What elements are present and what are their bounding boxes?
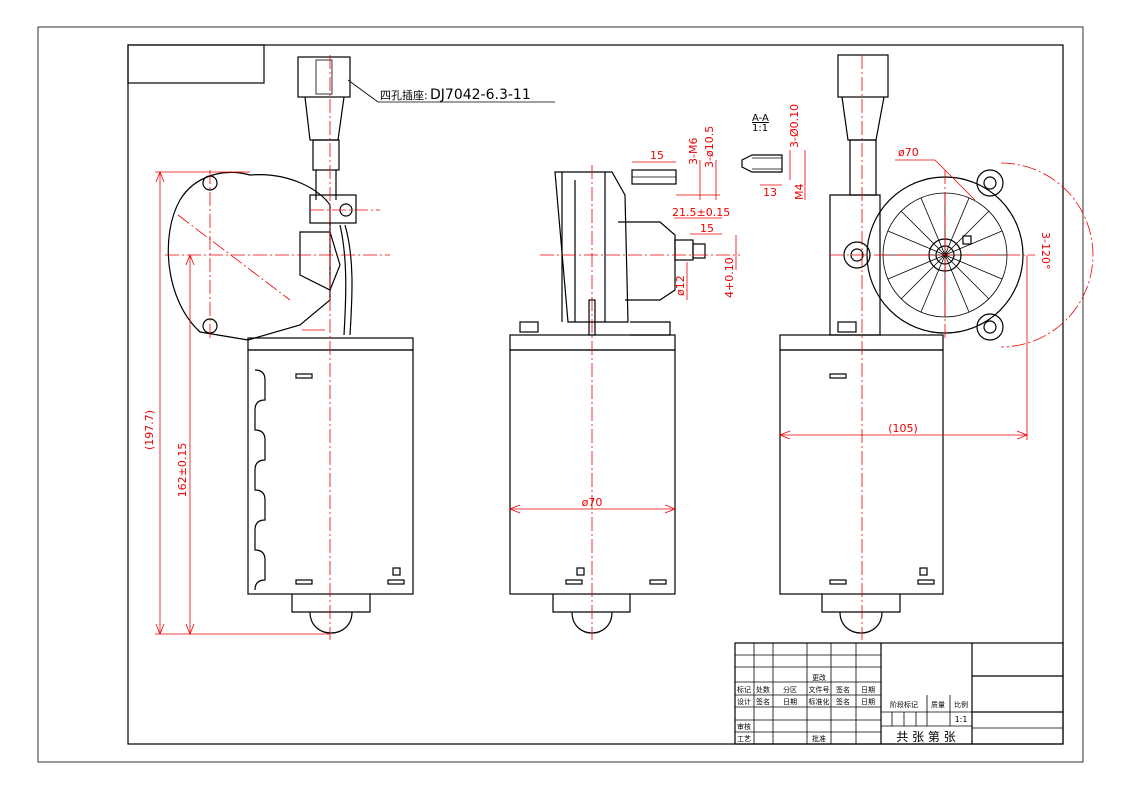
tb-ratio-value: 1:1 xyxy=(955,715,968,724)
tb-stage: 阶段标记 xyxy=(890,700,918,709)
dim-shaft-15: 15 xyxy=(700,222,714,235)
left-view xyxy=(155,55,414,640)
middle-view xyxy=(508,160,740,640)
outer-border xyxy=(37,26,1084,763)
dim-flange-15: 15 xyxy=(650,149,664,162)
dim-overall-height: (197.7) xyxy=(143,410,156,450)
dim-m6: 3-M6 xyxy=(687,138,700,165)
dim-bolt-circle: 3-ø10.5 xyxy=(703,126,716,168)
dim-body-height: 162±0.15 xyxy=(176,443,189,498)
dim-gear-diameter: ø70 xyxy=(898,146,919,159)
tb-approve: 批准 xyxy=(812,734,826,743)
dim-body-diameter: ø70 xyxy=(582,496,603,509)
tb-h2-2: 日期 xyxy=(783,698,797,706)
inner-frame xyxy=(127,44,1064,745)
tb-h1-2: 分区 xyxy=(783,685,797,694)
connector-part: DJ7042-6.3-11 xyxy=(430,87,531,103)
dim-width: (105) xyxy=(888,422,918,435)
tb-h1-1: 处数 xyxy=(756,685,770,694)
tb-h2-3: 标准化 xyxy=(809,697,830,706)
tb-process: 工艺 xyxy=(737,735,751,743)
section-scale: 1:1 xyxy=(752,123,768,134)
section-detail xyxy=(741,150,806,200)
section-length: 13 xyxy=(763,186,777,199)
tb-h2-0: 设计 xyxy=(737,697,751,706)
dim-shaft-tol: 4+0.10 xyxy=(723,257,736,298)
tb-sheets: 共 张 第 张 xyxy=(896,730,955,744)
dim-key: 21.5±0.15 xyxy=(672,206,730,219)
tb-h2-4: 签名 xyxy=(836,697,850,706)
dim-shaft-dia: ø12 xyxy=(674,275,687,296)
dim-angle: 3-120° xyxy=(1039,232,1052,269)
section-name: A-A xyxy=(752,113,769,124)
tb-change: 更改 xyxy=(812,673,826,682)
title-block xyxy=(734,642,1064,745)
tb-h1-0: 标记 xyxy=(737,685,751,694)
section-hole: 3-Ø0.10 xyxy=(788,104,801,148)
right-view xyxy=(778,54,1094,640)
tb-h1-5: 日期 xyxy=(861,686,875,694)
tb-ratio: 比例 xyxy=(954,700,968,709)
tb-review: 审核 xyxy=(737,722,751,731)
tb-weight: 质量 xyxy=(931,700,945,709)
tb-h1-4: 签名 xyxy=(836,685,850,694)
tb-h2-1: 签名 xyxy=(756,697,770,706)
corner-box xyxy=(127,44,265,84)
tb-h2-5: 日期 xyxy=(861,698,875,706)
tb-h1-3: 文件号 xyxy=(809,685,830,694)
connector-label: 四孔插座: xyxy=(380,88,428,102)
section-thread: M4 xyxy=(793,184,806,201)
